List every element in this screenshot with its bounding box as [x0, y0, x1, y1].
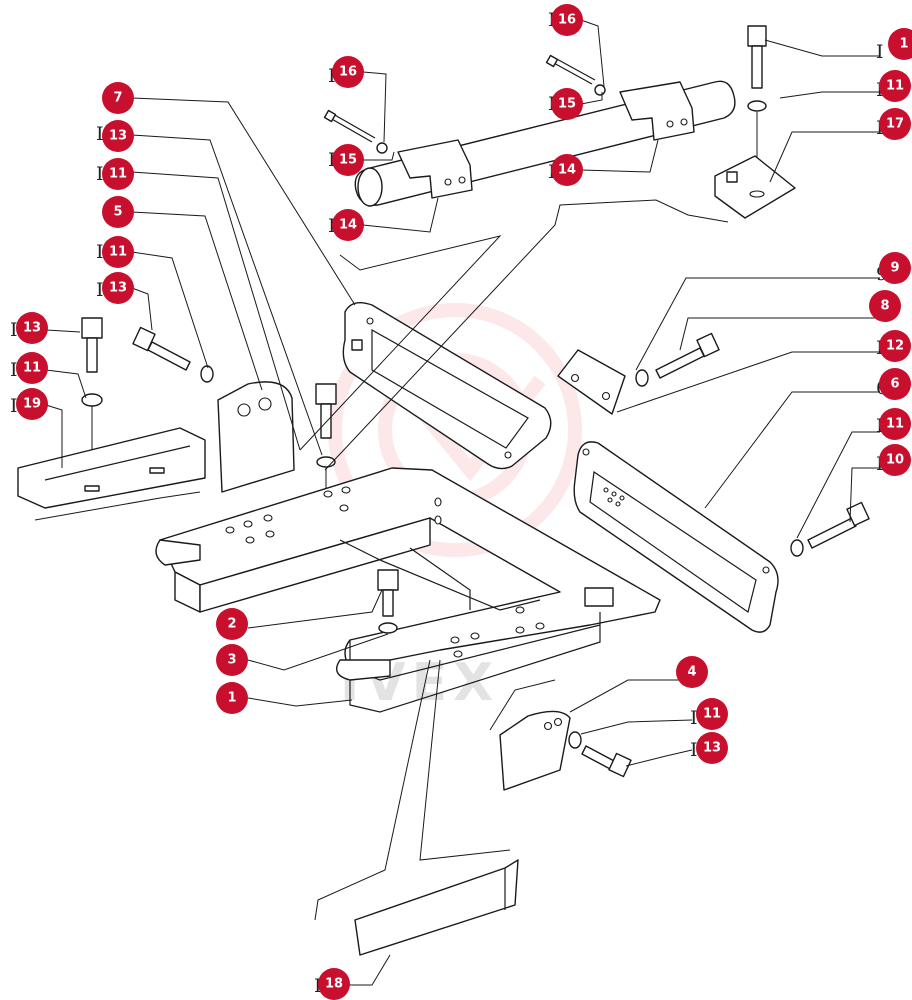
bolt-small-right: [545, 54, 606, 96]
svg-text:I: I: [96, 123, 104, 145]
callout-10[interactable]: 10: [879, 444, 911, 476]
callout-4[interactable]: 4: [676, 656, 708, 688]
svg-text:I: I: [96, 279, 104, 301]
callout-1-top[interactable]: 1: [888, 28, 912, 60]
callout-2[interactable]: 2: [216, 608, 248, 640]
callout-16[interactable]: 16: [332, 56, 364, 88]
callout-15[interactable]: 15: [551, 88, 583, 120]
callout-label: 5: [113, 205, 122, 220]
callout-label: 11: [703, 707, 721, 722]
svg-text:I: I: [10, 359, 18, 381]
callout-label: 13: [23, 321, 41, 336]
callout-label: 16: [558, 13, 576, 28]
channel-19: [17, 427, 206, 509]
svg-text:I: I: [10, 319, 18, 341]
callout-label: 19: [23, 397, 41, 412]
callout-16[interactable]: 16: [551, 4, 583, 36]
callout-1[interactable]: 1: [216, 682, 248, 714]
callout-label: 1: [227, 691, 236, 706]
callout-label: 9: [890, 261, 899, 276]
callout-5[interactable]: 5: [102, 196, 134, 228]
callout-14[interactable]: 14: [332, 209, 364, 241]
callout-label: 15: [558, 97, 576, 112]
callout-17[interactable]: 17: [879, 108, 911, 140]
callout-label: 14: [339, 218, 357, 233]
callout-11[interactable]: 11: [102, 236, 134, 268]
callout-label: 14: [558, 163, 576, 178]
svg-text:I: I: [314, 975, 322, 997]
bolt-vertical-left: [81, 317, 103, 490]
callout-13[interactable]: 13: [696, 732, 728, 764]
callout-13[interactable]: 13: [16, 312, 48, 344]
leader-lines: [34, 19, 880, 986]
callout-13[interactable]: 13: [102, 272, 134, 304]
callout-label: 3: [227, 653, 236, 668]
callout-label: 11: [109, 167, 127, 182]
svg-text:I: I: [328, 149, 336, 171]
callout-label: 13: [703, 741, 721, 756]
callout-label: 13: [109, 281, 127, 296]
gasket-6: [573, 441, 779, 633]
callout-11[interactable]: 11: [102, 158, 134, 190]
svg-text:I: I: [96, 163, 104, 185]
callout-label: 11: [886, 417, 904, 432]
callout-18[interactable]: 18: [318, 968, 350, 1000]
channel-18: [354, 859, 519, 956]
callout-label: 11: [109, 245, 127, 260]
callout-7[interactable]: 7: [102, 82, 134, 114]
svg-text:I: I: [876, 41, 884, 63]
callout-label: 11: [23, 361, 41, 376]
callout-8[interactable]: 8: [869, 290, 901, 322]
callout-9[interactable]: 9: [879, 252, 911, 284]
svg-text:I: I: [96, 241, 104, 263]
spacer-block-12: [557, 349, 626, 415]
clamp-bracket-right: [619, 81, 695, 141]
callout-label: 18: [325, 977, 343, 992]
svg-text:I: I: [690, 707, 698, 729]
callout-15[interactable]: 15: [332, 144, 364, 176]
plate-4: [499, 710, 571, 791]
gasket-7: [342, 302, 552, 470]
bolt-vertical-frame: [377, 569, 399, 634]
bolt-horizontal-right-top: [635, 332, 720, 387]
svg-text:I: I: [690, 739, 698, 761]
clamp-bracket-left: [397, 139, 473, 199]
callout-label: 17: [886, 117, 904, 132]
callout-11[interactable]: 11: [879, 408, 911, 440]
callout-19[interactable]: 19: [16, 388, 48, 420]
callout-label: 7: [113, 91, 122, 106]
callout-label: 13: [109, 129, 127, 144]
callout-11[interactable]: 11: [16, 352, 48, 384]
callout-6[interactable]: 6: [879, 368, 911, 400]
bolt-horizontal-left: [132, 326, 214, 383]
callout-label: 10: [886, 453, 904, 468]
angle-bracket-17: [714, 155, 796, 219]
callout-label: 4: [687, 665, 696, 680]
callout-11[interactable]: 11: [879, 70, 911, 102]
bolt-horizontal-right-bottom: [790, 501, 870, 557]
callout-label: 2: [227, 617, 236, 632]
callout-label: 11: [886, 79, 904, 94]
callout-13[interactable]: 13: [102, 120, 134, 152]
svg-text:I: I: [328, 65, 336, 87]
callout-label: 15: [339, 153, 357, 168]
callout-3[interactable]: 3: [216, 644, 248, 676]
svg-text:I: I: [10, 395, 18, 417]
svg-text:I: I: [328, 215, 336, 237]
bolt-horizontal-lower: [568, 731, 632, 778]
callout-12[interactable]: 12: [879, 330, 911, 362]
callout-14[interactable]: 14: [551, 154, 583, 186]
bolt-small-left: [323, 109, 388, 154]
main-frame: [155, 467, 661, 713]
callout-label: 16: [339, 65, 357, 80]
callout-label: 12: [886, 339, 904, 354]
callout-label: 8: [880, 299, 889, 314]
callout-label: 6: [890, 377, 899, 392]
callout-11[interactable]: 11: [696, 698, 728, 730]
bolt-vertical-center: [315, 383, 337, 500]
plate-5: [217, 381, 295, 493]
callout-label: 1: [899, 37, 908, 52]
